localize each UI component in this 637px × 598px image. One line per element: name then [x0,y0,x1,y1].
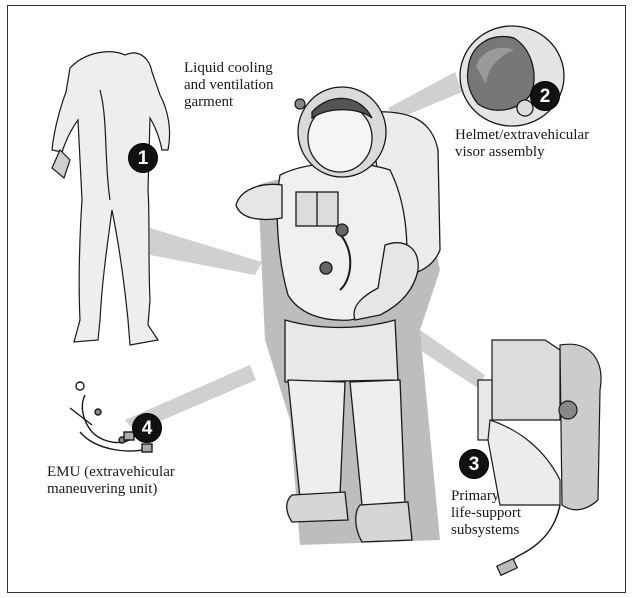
label-cooling-garment: Liquid cooling and ventilation garment [184,60,274,111]
badge-3: 3 [459,449,489,479]
badge-1: 1 [128,143,158,173]
cooling-garment-drawing [52,52,170,345]
label-life-support: Primary life-support subsystems [451,488,521,539]
badge-4: 4 [132,413,162,443]
badge-2: 2 [530,81,560,111]
pointer-garment [150,228,262,275]
helmet-visor-drawing [460,26,564,126]
life-support-drawing [478,340,601,575]
label-emu: EMU (extravehicular maneuvering unit) [47,464,175,498]
label-helmet: Helmet/extravehicular visor assembly [455,127,589,161]
astronaut-helmet-drawing [295,87,386,177]
